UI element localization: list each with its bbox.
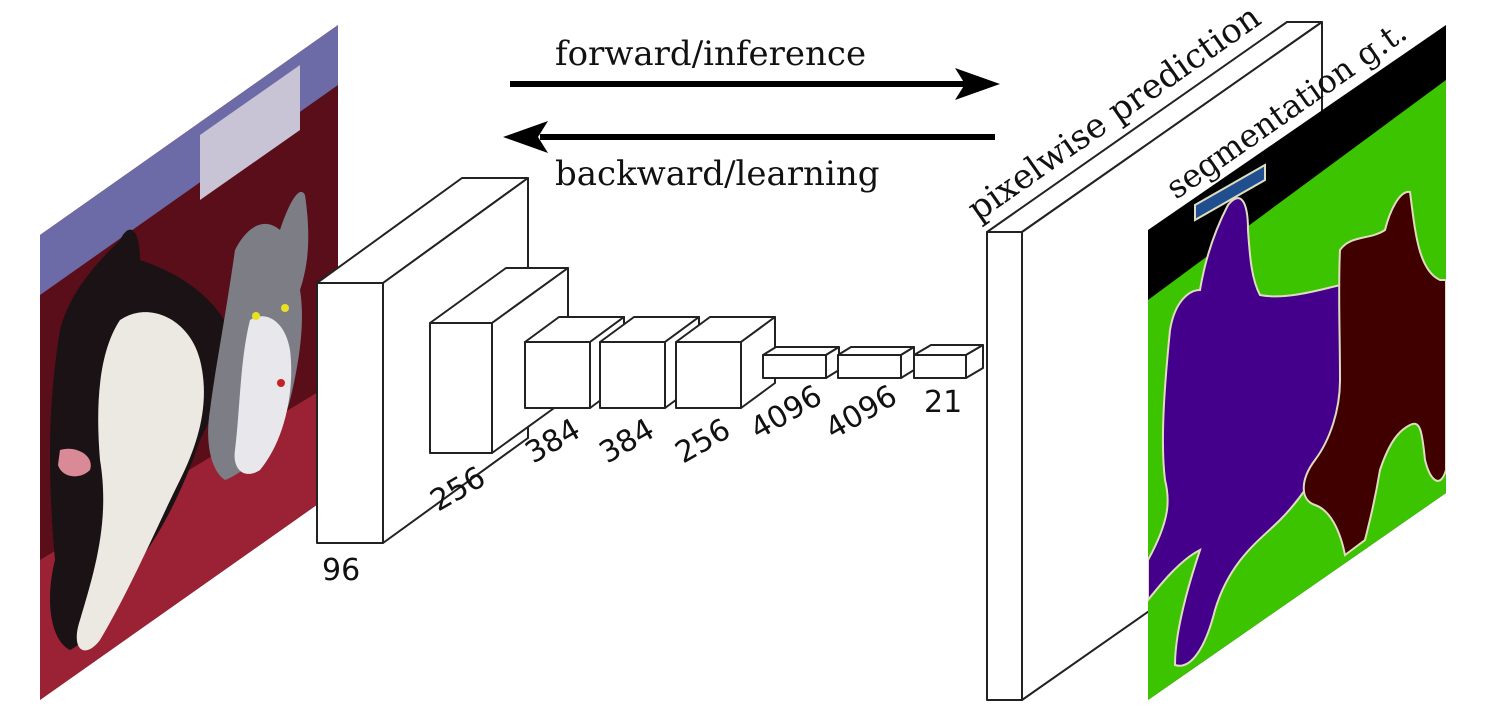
layer-front-face xyxy=(675,341,742,409)
layer-label: 256 xyxy=(670,412,737,471)
network-layers xyxy=(316,177,984,544)
photo-cat-eye xyxy=(252,312,260,320)
photo-cat-white xyxy=(234,316,292,474)
photo-dog-white xyxy=(76,312,204,651)
photo-cat-eye xyxy=(281,304,289,312)
forward-arrow xyxy=(510,68,1000,100)
layer-label: 96 xyxy=(322,553,360,588)
layer-box xyxy=(524,316,625,409)
layer-front-face xyxy=(762,354,827,379)
layer-box xyxy=(762,346,840,379)
layer-box xyxy=(913,344,984,379)
layer-label: 21 xyxy=(924,385,962,420)
photo-cat-tag xyxy=(277,379,285,387)
photo-dog-tongue xyxy=(58,448,91,477)
seg-dog xyxy=(1148,197,1345,667)
seg-bottle xyxy=(1194,163,1266,222)
forward-label: forward/inference xyxy=(555,34,866,74)
input-image xyxy=(40,25,338,700)
layer-label: 4096 xyxy=(820,378,904,446)
layer-front-face xyxy=(524,341,591,409)
seg-cat xyxy=(1302,190,1446,557)
layer-box xyxy=(675,316,776,409)
layer-front-face xyxy=(837,354,902,379)
layer-box xyxy=(837,346,915,379)
backward-arrow xyxy=(503,121,995,153)
layer-front-face xyxy=(316,282,384,544)
photo-window xyxy=(200,65,300,200)
layer-label: 384 xyxy=(594,412,661,471)
backward-label: backward/learning xyxy=(555,154,879,194)
layer-front-face xyxy=(429,322,493,454)
layer-front-face xyxy=(913,354,967,379)
layer-box xyxy=(599,316,700,409)
layer-front-face xyxy=(599,341,666,409)
